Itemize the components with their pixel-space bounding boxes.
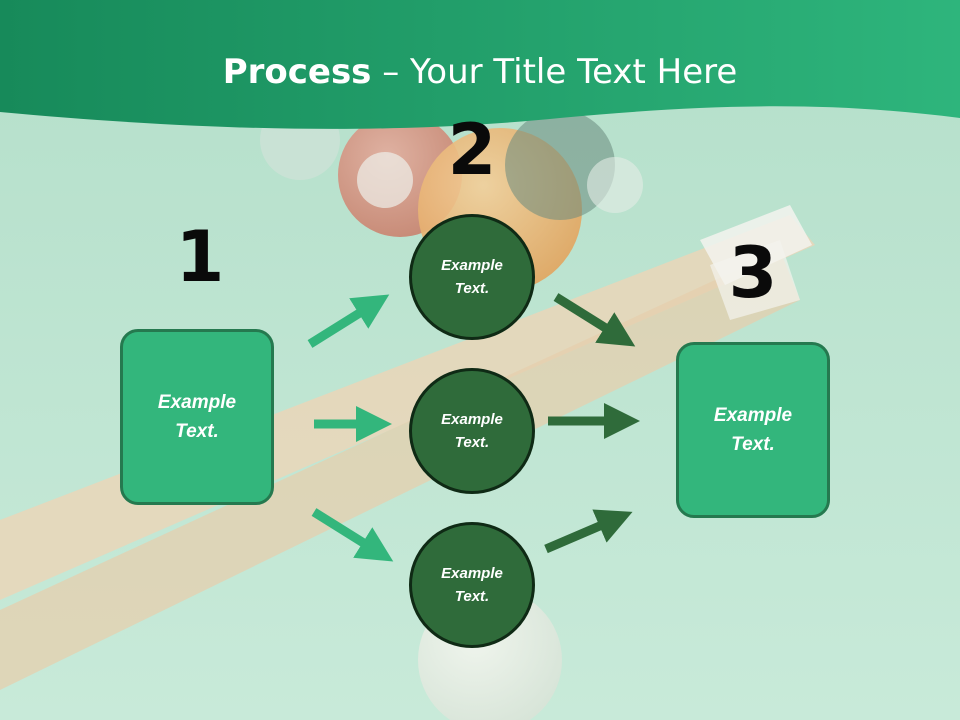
step-3-box[interactable]: Example Text.: [676, 342, 830, 518]
title-bold: Process: [222, 52, 372, 92]
step-1-number: 1: [175, 216, 225, 298]
step-2-circle-top-label: Example Text.: [441, 257, 503, 297]
step-3-number: 3: [728, 232, 778, 314]
step-2-circle-top[interactable]: Example Text.: [409, 214, 535, 340]
step-1-box[interactable]: Example Text.: [120, 329, 274, 505]
slide-title: Process – Your Title Text Here: [0, 52, 960, 92]
step-2-circle-middle[interactable]: Example Text.: [409, 368, 535, 494]
title-rest: – Your Title Text Here: [371, 52, 738, 92]
step-1-label: Example Text.: [157, 392, 237, 442]
step-2-circle-bottom-label: Example Text.: [441, 565, 503, 605]
arrow-top-to-3: [553, 293, 636, 347]
arrow-bottom-to-3: [544, 509, 633, 554]
arrow-1-to-top: [307, 294, 390, 348]
step-2-number: 2: [447, 109, 497, 191]
step-2-circle-bottom[interactable]: Example Text.: [409, 522, 535, 648]
step-2-circle-middle-label: Example Text.: [441, 411, 503, 451]
arrow-1-to-bottom: [311, 508, 394, 562]
step-3-label: Example Text.: [713, 405, 793, 455]
